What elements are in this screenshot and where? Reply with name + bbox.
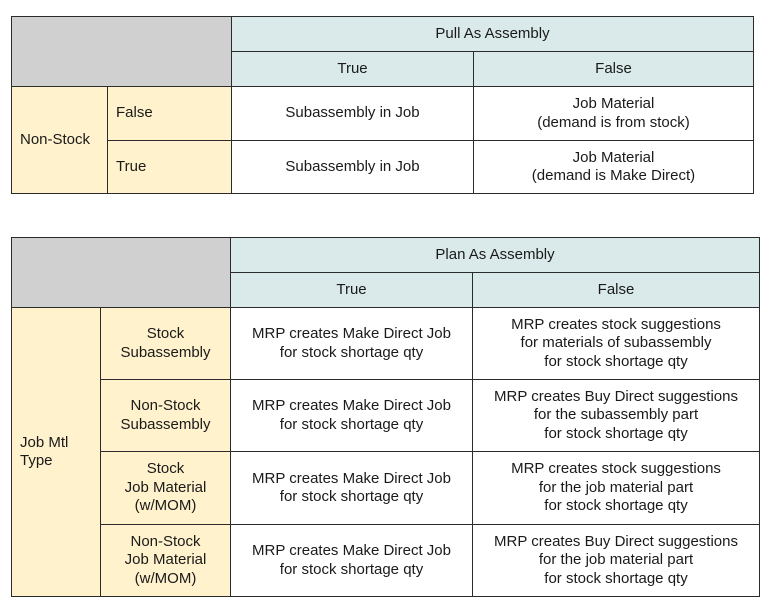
table1-cell: Subassembly in Job [231, 140, 474, 194]
table1-corner-cell [11, 16, 232, 87]
plan-as-assembly-table: Plan As Assembly True False Job Mtl Type… [11, 237, 761, 597]
table2-cell: MRP creates Buy Direct suggestions for t… [471, 379, 761, 452]
table2-cell: MRP creates Make Direct Job for stock sh… [230, 307, 473, 380]
table1-column-header-true: True [231, 51, 474, 87]
table1-row-label: False [107, 86, 232, 141]
table1-cell: Job Material (demand is Make Direct) [473, 140, 754, 194]
table2-cell: MRP creates Make Direct Job for stock sh… [230, 451, 473, 525]
table1-group-header: Pull As Assembly [231, 16, 754, 52]
table2-cell: MRP creates Make Direct Job for stock sh… [230, 379, 473, 452]
table2-group-header: Plan As Assembly [229, 237, 761, 273]
table2-cell: MRP creates Make Direct Job for stock sh… [230, 524, 473, 597]
table1-cell: Subassembly in Job [231, 86, 474, 141]
table2-row-label: Non-Stock Job Material (w/MOM) [100, 524, 231, 597]
table2-cell: MRP creates stock suggestions for materi… [471, 307, 761, 380]
table1-row-label: True [107, 140, 232, 194]
table2-column-header-true: True [230, 272, 473, 308]
table2-row-group-label: Job Mtl Type [11, 307, 101, 597]
table2-cell: MRP creates Buy Direct suggestions for t… [471, 524, 761, 597]
table2-row-label: Stock Job Material (w/MOM) [100, 451, 231, 525]
table2-row-label: Stock Subassembly [100, 307, 231, 380]
table2-column-header-false: False [471, 272, 761, 308]
table2-corner-cell [11, 237, 231, 308]
pull-as-assembly-table: Pull As Assembly True False Non-Stock Fa… [11, 16, 754, 194]
table2-cell: MRP creates stock suggestions for the jo… [471, 451, 761, 525]
table1-cell: Job Material (demand is from stock) [473, 86, 754, 141]
table2-row-label: Non-Stock Subassembly [100, 379, 231, 452]
table1-row-group-label: Non-Stock [11, 86, 108, 194]
table1-column-header-false: False [473, 51, 754, 87]
